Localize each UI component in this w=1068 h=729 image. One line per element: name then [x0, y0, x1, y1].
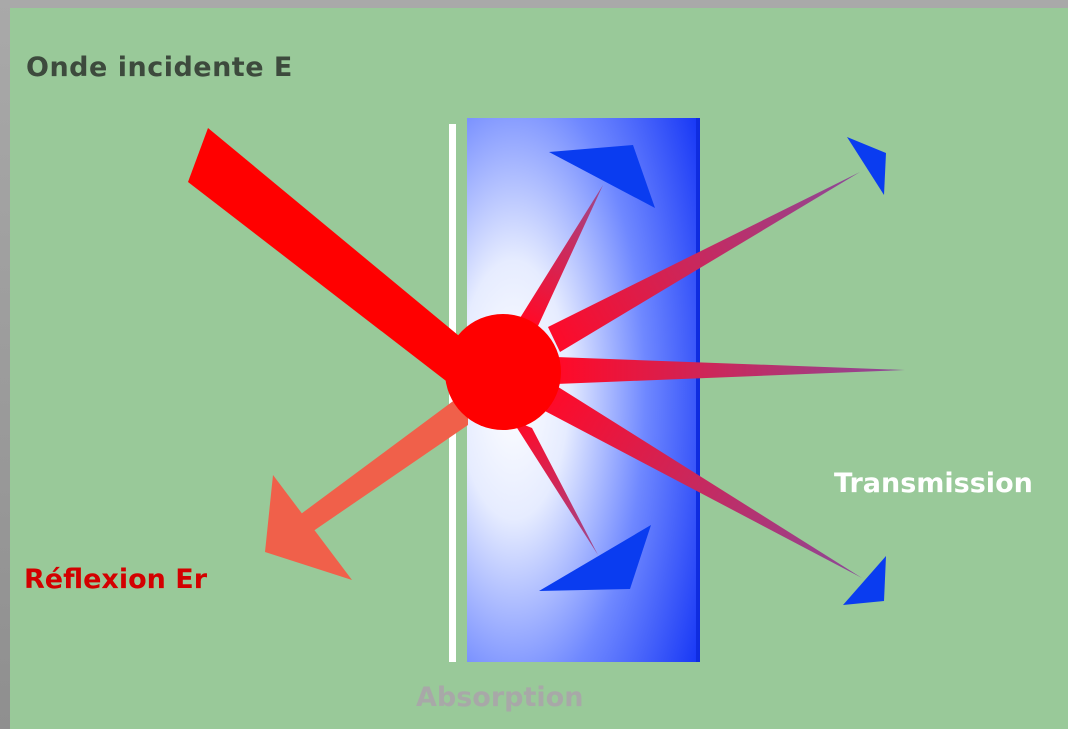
slab-edge — [696, 118, 700, 662]
incident-wave-label: Onde incidente E — [26, 52, 293, 83]
transmitted-ray-lower — [543, 385, 862, 578]
internal-arrowhead-up — [549, 145, 655, 208]
internal-arrowhead-down — [539, 525, 651, 591]
transmitted-ray-upper — [548, 172, 860, 352]
transmission-arrowhead-upper — [847, 137, 886, 195]
transmission-arrowhead-lower — [843, 556, 886, 605]
reflection-label: Réflexion Er — [24, 564, 208, 595]
transmission-label: Transmission — [834, 468, 1033, 499]
reflected-beam — [278, 390, 468, 547]
transmitted-ray-middle — [556, 357, 905, 384]
interaction-point — [445, 314, 561, 430]
incident-beam — [188, 128, 470, 384]
reflected-arrowhead — [265, 475, 352, 580]
absorption-label: Absorption — [416, 682, 584, 713]
internal-ray-down — [512, 420, 598, 555]
internal-ray-up — [520, 185, 603, 326]
